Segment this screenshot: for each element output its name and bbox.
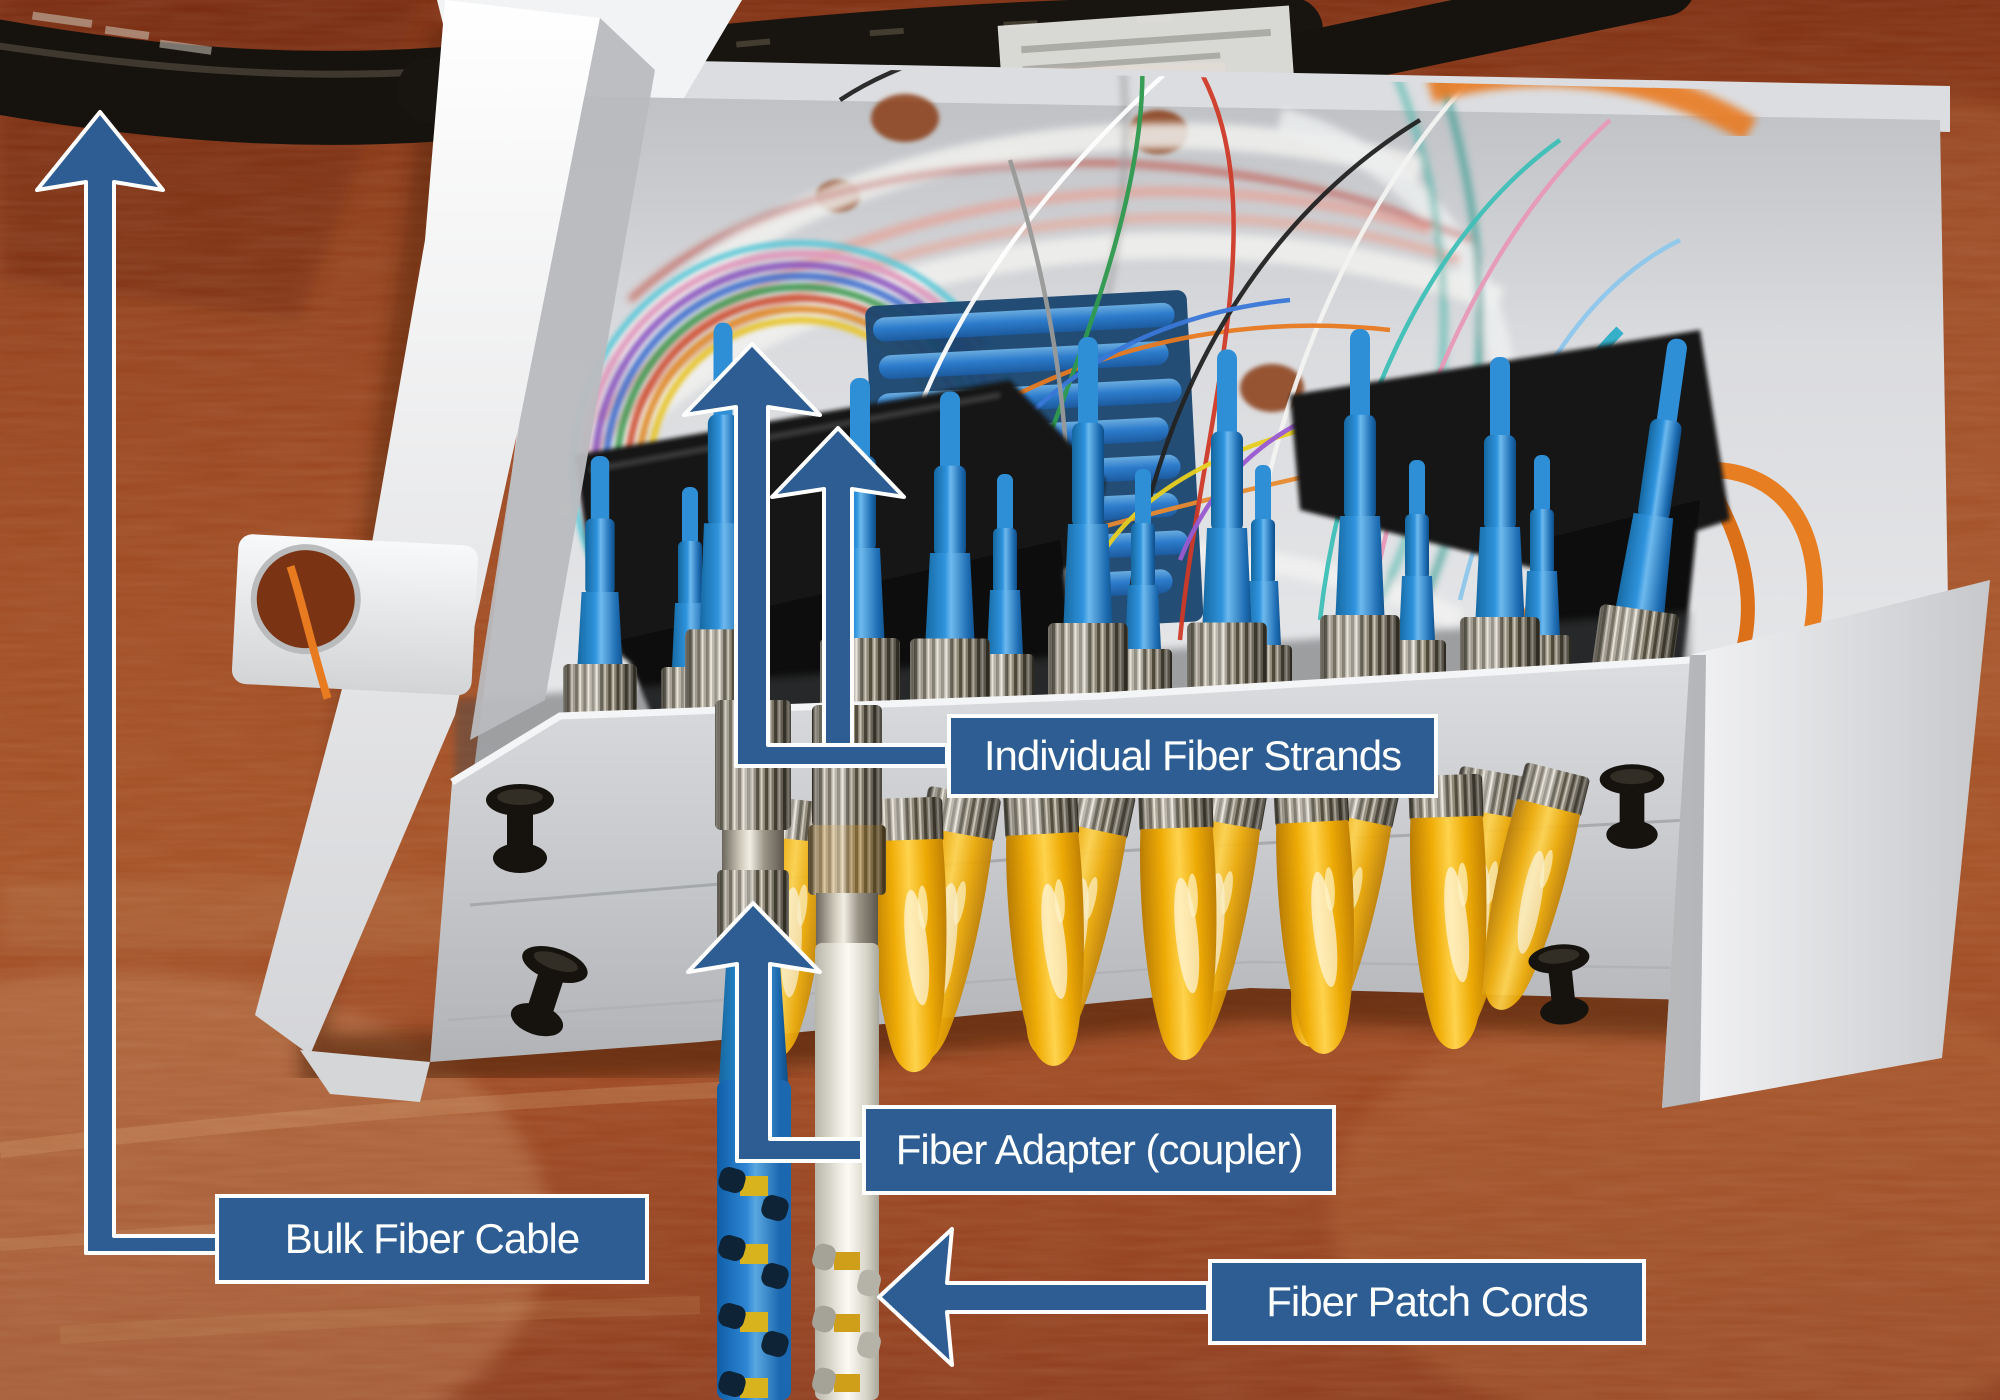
box-left-wall <box>255 0 655 1102</box>
white-cable-armor-slots <box>812 1243 881 1395</box>
label-individual-fiber-strands: Individual Fiber Strands <box>947 714 1438 798</box>
blue-cable-armor-slots <box>718 1167 789 1398</box>
mounting-flange <box>231 534 479 700</box>
label-fiber-adapter-coupler: Fiber Adapter (coupler) <box>862 1105 1336 1195</box>
label-fiber-patch-cords: Fiber Patch Cords <box>1208 1259 1646 1345</box>
box-right-wall <box>1662 580 1990 1108</box>
orange-fiber-through-hole <box>286 565 332 700</box>
label-bulk-fiber-cable: Bulk Fiber Cable <box>215 1194 649 1284</box>
patch-cord-white <box>808 705 886 1400</box>
